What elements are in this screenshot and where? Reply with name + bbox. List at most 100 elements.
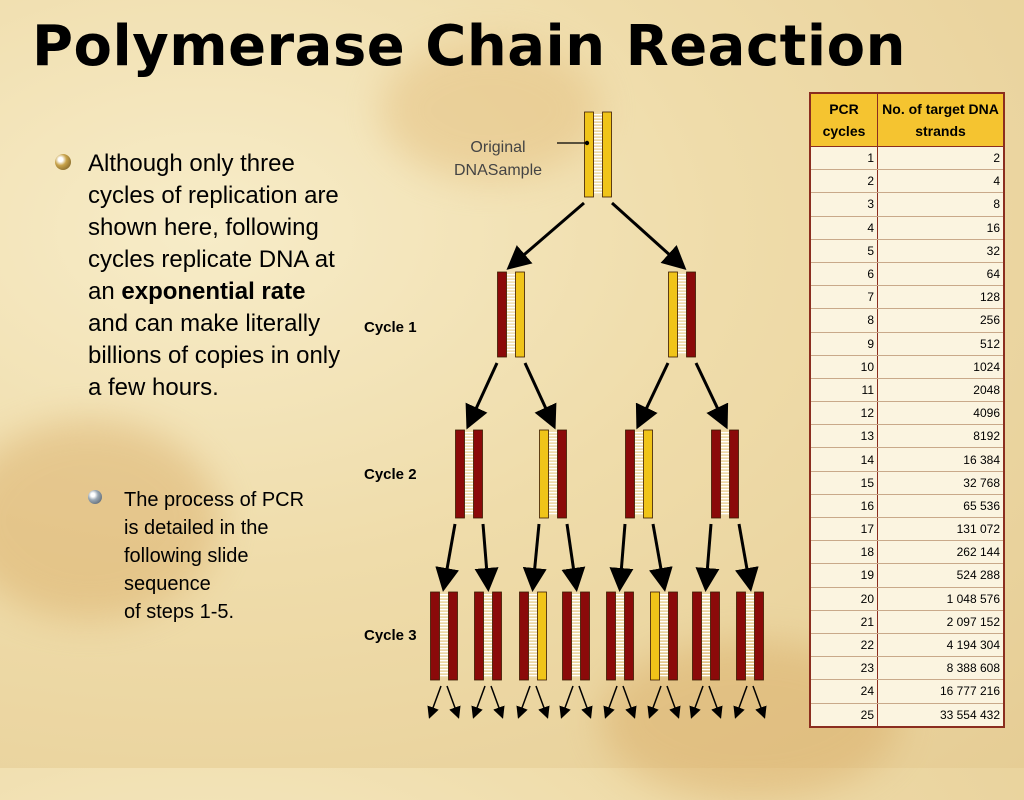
- slide-title: Polymerase Chain Reaction: [32, 14, 906, 79]
- dna-strand: [537, 591, 547, 681]
- strand-count-cell: 32: [877, 238, 1005, 263]
- cycle-number-cell: 18: [809, 540, 878, 565]
- cycle-number-cell: 25: [809, 702, 878, 728]
- strand-count-cell: 4096: [877, 401, 1005, 426]
- cycle-number-cell: 23: [809, 656, 878, 681]
- output-arrow: [516, 685, 531, 719]
- replication-arrow: [635, 362, 670, 430]
- background-stain: [0, 420, 220, 620]
- dna-strand: [650, 591, 660, 681]
- strand-count-cell: 8 388 608: [877, 656, 1005, 681]
- strand-count-cell: 8192: [877, 424, 1005, 449]
- strand-count-cell: 16 384: [877, 447, 1005, 472]
- strand-count-cell: 128: [877, 285, 1005, 310]
- dna-strand: [473, 429, 483, 519]
- strand-count-cell: 32 768: [877, 470, 1005, 495]
- replication-arrow: [610, 201, 687, 271]
- strand-count-cell: 524 288: [877, 563, 1005, 588]
- strand-count-cell: 4 194 304: [877, 632, 1005, 658]
- dna-strand: [455, 429, 465, 519]
- output-arrow: [471, 685, 486, 719]
- cycle-number-cell: 2: [809, 169, 878, 194]
- dna-strand: [625, 429, 635, 519]
- cycle-number-cell: 17: [809, 516, 878, 542]
- strand-count-cell: 16: [877, 215, 1005, 240]
- cycle-number-cell: 5: [809, 238, 878, 263]
- main-bullet-emphasis: exponential rate: [121, 278, 306, 305]
- strand-count-cell: 512: [877, 331, 1005, 356]
- cycle-number-cell: 16: [809, 493, 878, 519]
- cycle-number-cell: 7: [809, 285, 878, 310]
- output-arrow: [689, 685, 704, 719]
- output-arrow: [578, 685, 593, 719]
- dna-strand: [580, 591, 590, 681]
- main-bullet-text-part: Although only three cycles of replicatio…: [88, 150, 339, 305]
- output-arrow: [490, 685, 505, 719]
- output-arrow: [752, 685, 767, 719]
- output-arrow: [559, 685, 574, 719]
- dna-strand: [557, 429, 567, 519]
- main-bullet-text: Although only three cycles of replicatio…: [88, 148, 345, 404]
- sub-bullet-text: The process of PCR is detailed in the fo…: [124, 486, 348, 626]
- strand-count-cell: 1024: [877, 354, 1005, 379]
- strand-count-cell: 262 144: [877, 540, 1005, 565]
- sub-bullet-line: sequence: [124, 573, 211, 595]
- dna-strand: [624, 591, 634, 681]
- dna-strand: [606, 591, 616, 681]
- dna-strand: [474, 591, 484, 681]
- cycle-number-cell: 8: [809, 308, 878, 333]
- cycle-3-label: Cycle 3: [364, 627, 417, 644]
- dna-strand: [519, 591, 529, 681]
- dna-strand: [754, 591, 764, 681]
- cycle-number-cell: 6: [809, 261, 878, 287]
- strand-count-cell: 33 554 432: [877, 702, 1005, 728]
- dna-strand: [668, 591, 678, 681]
- output-arrow: [666, 685, 681, 719]
- dna-strand: [710, 591, 720, 681]
- cycle-number-cell: 21: [809, 609, 878, 634]
- output-arrow: [603, 685, 618, 719]
- bullet-icon: [55, 154, 71, 170]
- dna-strand: [686, 271, 696, 358]
- output-arrow: [733, 685, 748, 719]
- output-arrow: [427, 685, 442, 719]
- dna-strand: [497, 271, 507, 358]
- replication-arrow: [609, 523, 634, 592]
- replication-arrow: [561, 523, 586, 592]
- output-arrow: [647, 685, 662, 719]
- cycle-number-cell: 20: [809, 586, 878, 611]
- output-arrow: [622, 685, 637, 719]
- cycle-number-cell: 9: [809, 331, 878, 356]
- replication-arrow: [474, 523, 499, 592]
- cycle-number-cell: 11: [809, 377, 878, 403]
- dna-strand: [736, 591, 746, 681]
- cycle-number-cell: 13: [809, 424, 878, 449]
- main-bullet-text-part: and can make literally billions of copie…: [88, 310, 341, 401]
- strand-count-cell: 8: [877, 192, 1005, 217]
- cycle-1-label: Cycle 1: [364, 319, 417, 336]
- cycle-number-cell: 1: [809, 145, 878, 171]
- dna-strand: [711, 429, 721, 519]
- replication-arrow: [506, 201, 585, 270]
- strand-count-cell: 65 536: [877, 493, 1005, 519]
- dna-strand: [515, 271, 525, 358]
- cycle-number-cell: 10: [809, 354, 878, 379]
- cycle-number-cell: 19: [809, 563, 878, 588]
- table-header-row: PCR cycles No. of target DNA strands: [809, 92, 1005, 147]
